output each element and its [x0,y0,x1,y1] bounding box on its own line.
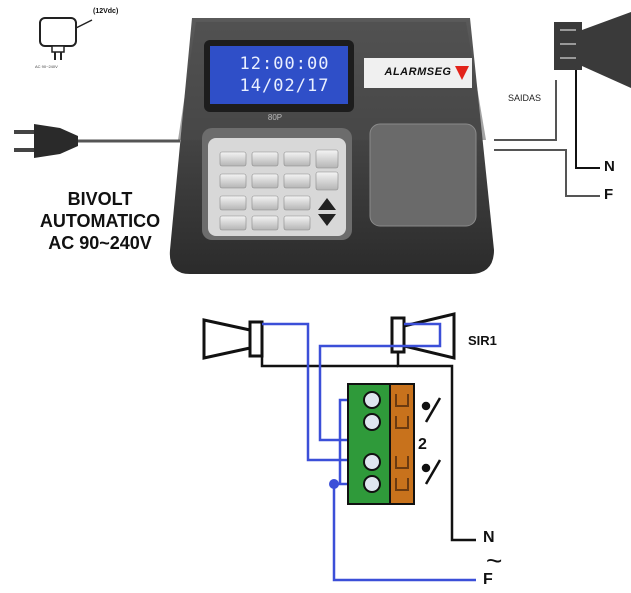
siren-horn-icon [554,12,631,88]
relay-switch-icon [421,397,442,485]
outputs-label: SAIDAS [508,93,542,103]
arrow-up-down-icon [318,198,336,226]
adapter-voltage-label: (12Vdc) [93,8,119,15]
power-label-line2: AUTOMATICO [39,211,161,231]
relay-number-label: 2 [418,436,427,453]
power-label-line3: AC 90~240V [48,233,152,253]
alarm-panel-device [169,18,495,274]
phase-label-bottom: F [483,571,493,588]
adapter-small-text: AC 90~240V [35,64,58,69]
power-plug-icon [14,124,180,158]
output-wires [494,70,600,197]
power-label: BIVOLT AUTOMATICO AC 90~240V [20,188,180,254]
power-label-line1: BIVOLT [67,189,133,209]
neutral-label-bottom: N [483,529,495,546]
ac-symbol: ~ [486,545,503,576]
neutral-label-top: N [604,158,615,175]
siren-left-icon [202,318,264,360]
brand-logo: ALARMSEG [384,66,452,78]
wire-junction [329,479,339,489]
power-adapter-icon [39,17,93,60]
siren-right-icon [390,312,456,360]
keypad [219,149,339,231]
neutral-wires [260,346,476,542]
terminal-block [347,383,415,505]
model-label: 80P [267,113,283,122]
siren-label: SIR1 [468,333,497,348]
phase-label-top: F [604,186,614,203]
display-time: 12:00:00 [239,54,330,74]
display-date: 14/02/17 [239,76,330,96]
